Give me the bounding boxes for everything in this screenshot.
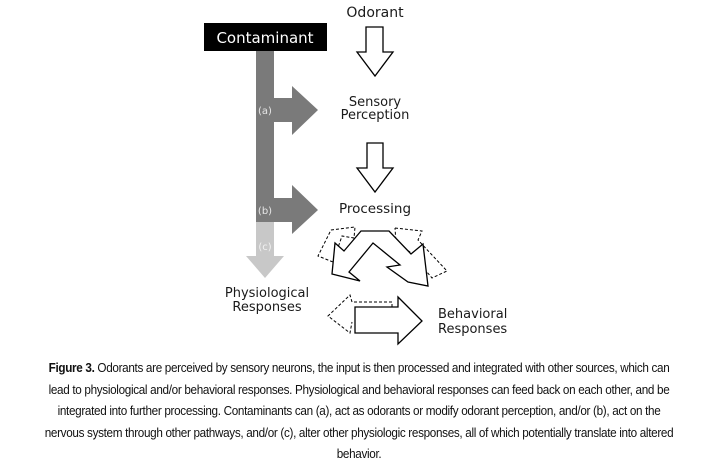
odorant-label: Odorant [346,5,404,21]
pathway-a-label: (a) [258,106,272,117]
physiological-responses-label-line2: Responses [232,300,301,315]
contaminant-stem [256,51,274,217]
behavioral-responses-label-line1: Behavioral [438,307,507,322]
figure-caption: Figure 3. Odorants are perceived by sens… [44,358,675,466]
sensory-perception-label-line1: Sensory [349,95,402,110]
figure-label: Figure 3. [48,361,95,375]
perception-to-processing-arrow [355,142,395,194]
pathway-c-arrow [246,222,284,278]
pathway-b-arrow [256,185,318,234]
pathway-b-label: (b) [258,206,272,217]
behavioral-arrow [354,295,423,346]
feedback-dashed-left [317,226,356,263]
contaminant-box [204,23,327,51]
physiological-responses-label-line1: Physiological [225,286,309,301]
processing-label: Processing [339,201,411,217]
behavioral-responses-label-line2: Responses [438,322,507,337]
caption-text: Odorants are perceived by sensory neuron… [44,361,674,461]
sensory-perception-label-line2: Perception [341,108,410,123]
pathway-a-arrow [256,86,318,135]
contaminant-label: Contaminant [216,29,313,47]
feedback-dashed-back-arrow [327,294,393,334]
pathway-c-label: (c) [258,242,271,253]
feedback-dashed-right [394,227,448,279]
odorant-contaminant-diagram: Contaminant (a) (b) (c) Odorant Sensory … [204,5,507,346]
processing-split-arrow [331,230,429,287]
odorant-arrow [355,26,395,78]
